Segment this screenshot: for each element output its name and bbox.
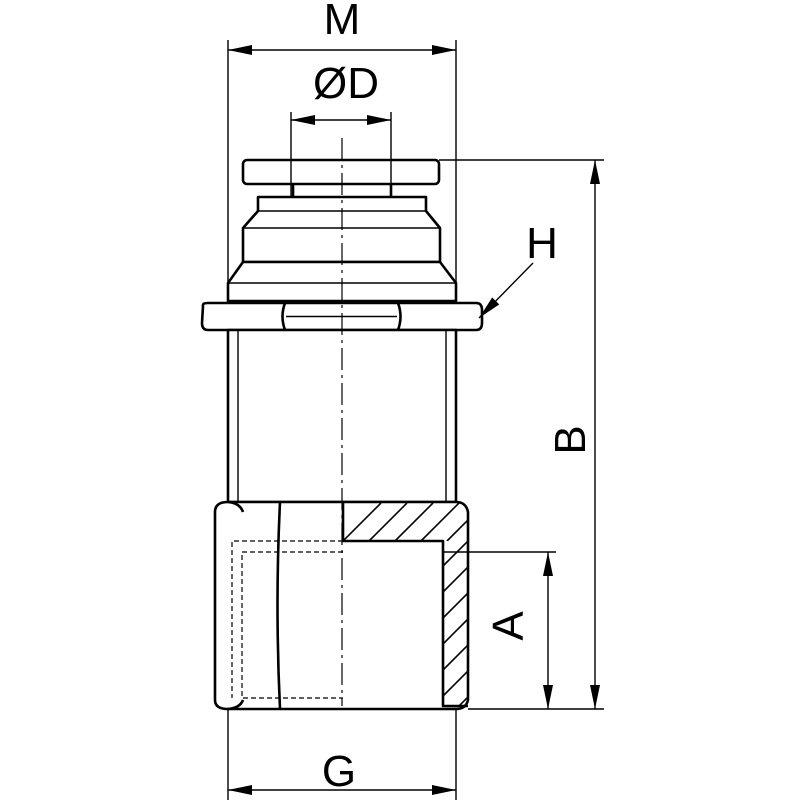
dimension-label-d: ØD [313,59,379,108]
female-hex-end [213,500,470,711]
dimension-a: A [443,551,556,709]
dimension-b: B [439,159,604,710]
dimension-h: H [478,219,558,319]
dimension-label-h: H [526,219,558,268]
fitting-body [200,138,484,711]
dimension-label-g: G [322,747,356,796]
dimension-g: G [227,709,457,800]
dimension-label-m: M [324,0,361,44]
dimension-m: M [227,0,457,301]
collet-ring [241,158,441,186]
dimension-label-a: A [484,611,533,641]
dimension-d: ØD [290,59,392,197]
dimension-label-b: B [546,425,595,454]
